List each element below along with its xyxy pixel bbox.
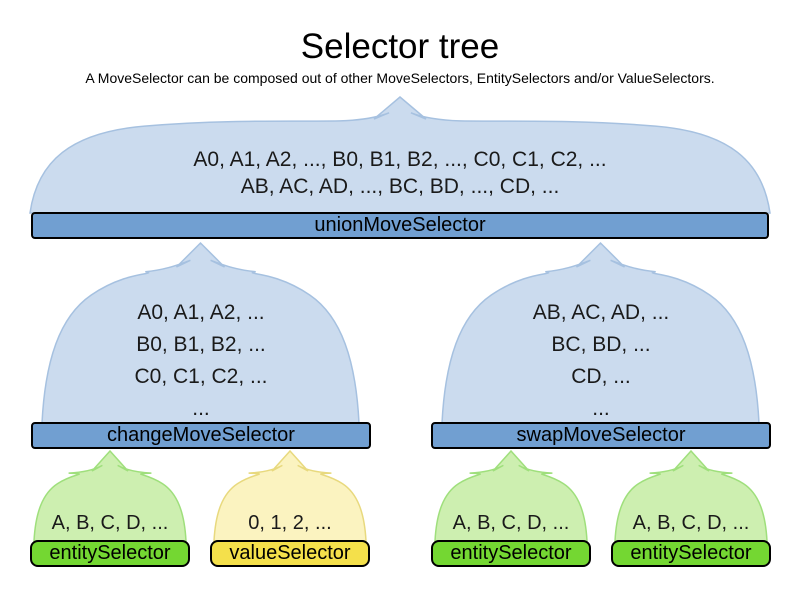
value-line: 0, 1, 2, ... bbox=[248, 512, 332, 534]
value-selector-label: valueSelector bbox=[229, 542, 351, 564]
union-move-selector-label: unionMoveSelector bbox=[314, 214, 486, 236]
entity-selector-label-3: entitySelector bbox=[630, 542, 752, 564]
change-line: B0, B1, B2, ... bbox=[136, 333, 266, 356]
swap-cloud-shape bbox=[441, 241, 760, 424]
entity3-cloud-shape bbox=[614, 449, 768, 542]
change-cloud-text: A0, A1, A2, ... B0, B1, B2, ... C0, C1, … bbox=[31, 297, 371, 425]
change-line: ... bbox=[192, 397, 210, 420]
swap-move-selector-label: swapMoveSelector bbox=[516, 424, 686, 446]
change-line: A0, A1, A2, ... bbox=[137, 301, 265, 324]
entity-selector-label-1: entitySelector bbox=[49, 542, 171, 564]
entity3-line: A, B, C, D, ... bbox=[632, 512, 750, 534]
value-cloud-text: 0, 1, 2, ... bbox=[210, 512, 370, 534]
change-move-selector-label: changeMoveSelector bbox=[107, 424, 295, 446]
value-cloud-shape bbox=[213, 449, 367, 542]
entity-selector-bar-3: entitySelector bbox=[611, 540, 771, 567]
swap-line: AB, AC, AD, ... bbox=[532, 301, 670, 324]
entity2-cloud-text: A, B, C, D, ... bbox=[431, 512, 591, 534]
swap-move-selector-bar: swapMoveSelector bbox=[431, 422, 771, 449]
subtitle: A MoveSelector can be composed out of ot… bbox=[85, 70, 715, 86]
entity2-cloud-shape bbox=[434, 449, 588, 542]
union-line: AB, AC, AD, ..., BC, BD, ..., CD, ... bbox=[240, 175, 560, 198]
entity1-cloud-shape bbox=[33, 449, 187, 542]
entity3-cloud-text: A, B, C, D, ... bbox=[611, 512, 771, 534]
swap-line: ... bbox=[592, 397, 610, 420]
page-title: Selector tree bbox=[300, 27, 500, 66]
union-cloud-shape bbox=[29, 96, 771, 214]
swap-line: BC, BD, ... bbox=[551, 333, 651, 356]
union-move-selector-bar: unionMoveSelector bbox=[31, 212, 769, 239]
entity-selector-label-2: entitySelector bbox=[450, 542, 572, 564]
value-selector-bar: valueSelector bbox=[210, 540, 370, 567]
union-line: A0, A1, A2, ..., B0, B1, B2, ..., C0, C1… bbox=[193, 148, 607, 171]
entity2-line: A, B, C, D, ... bbox=[452, 512, 570, 534]
change-cloud-shape bbox=[41, 241, 360, 424]
change-line: C0, C1, C2, ... bbox=[134, 365, 268, 388]
change-move-selector-bar: changeMoveSelector bbox=[31, 422, 371, 449]
swap-cloud-text: AB, AC, AD, ... BC, BD, ... CD, ... ... bbox=[431, 297, 771, 425]
entity-selector-bar-2: entitySelector bbox=[431, 540, 591, 567]
entity-selector-bar-1: entitySelector bbox=[30, 540, 190, 567]
entity1-line: A, B, C, D, ... bbox=[51, 512, 169, 534]
union-cloud-text: A0, A1, A2, ..., B0, B1, B2, ..., C0, C1… bbox=[30, 146, 770, 200]
entity1-cloud-text: A, B, C, D, ... bbox=[30, 512, 190, 534]
swap-line: CD, ... bbox=[571, 365, 631, 388]
